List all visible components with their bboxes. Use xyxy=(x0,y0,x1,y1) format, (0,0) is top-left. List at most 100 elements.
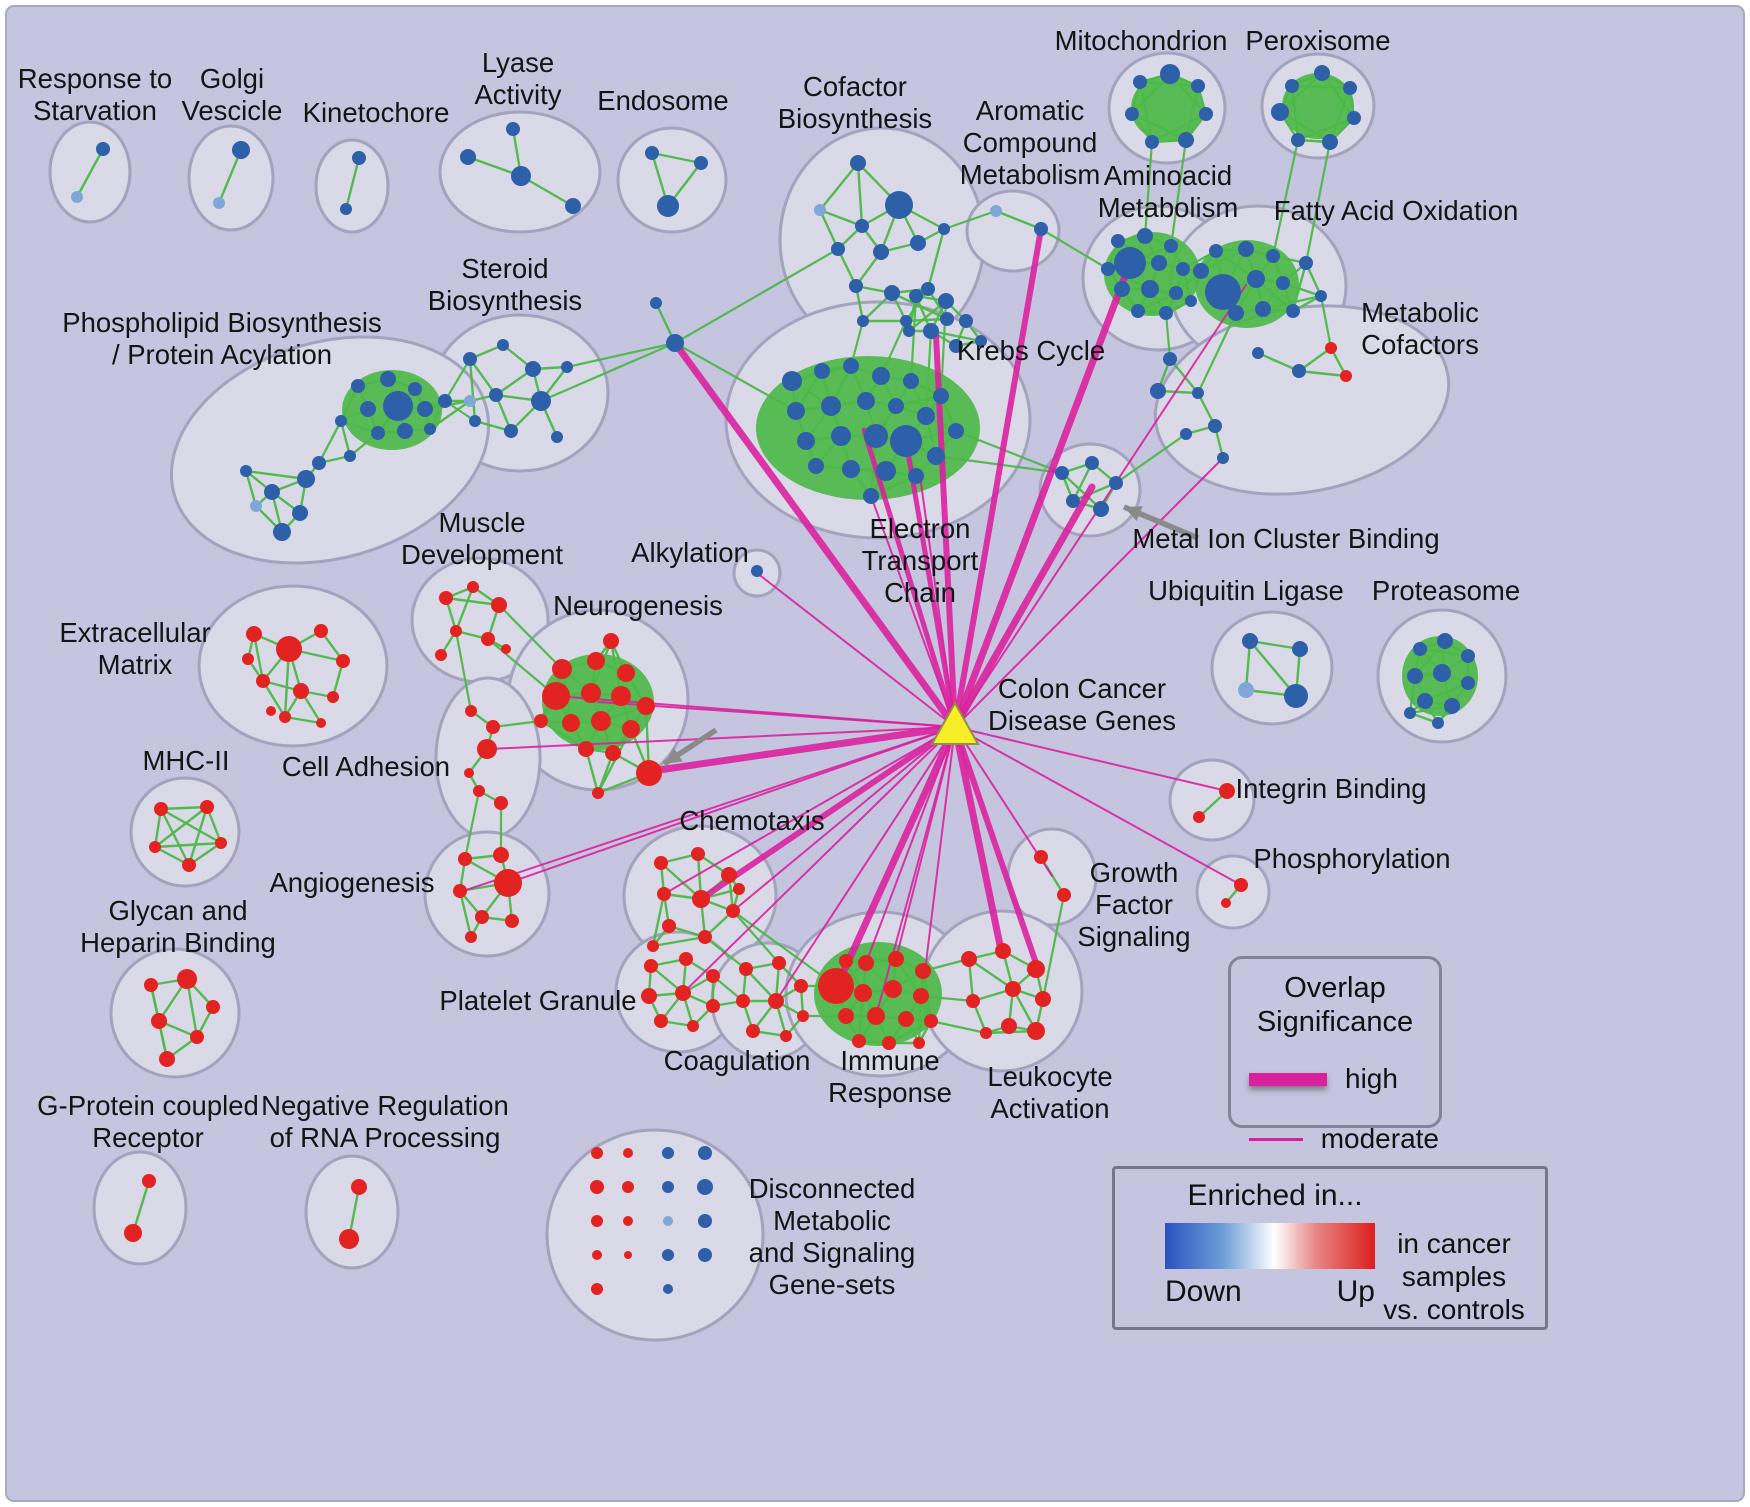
phospholipid-biosynthesis-node[interactable] xyxy=(344,450,356,462)
aminoacid-metabolism-node[interactable] xyxy=(1169,286,1183,300)
extracellular-matrix-node[interactable] xyxy=(266,706,276,716)
fatty-acid-oxidation-node[interactable] xyxy=(1228,305,1244,321)
muscle-development-node[interactable] xyxy=(450,625,462,637)
muscle-development-node[interactable] xyxy=(501,644,511,654)
glycan-heparin-binding-node[interactable] xyxy=(159,1051,175,1067)
steroid-biosynthesis-node[interactable] xyxy=(497,339,509,351)
platelet-granule-node[interactable] xyxy=(679,952,693,966)
chemotaxis-node[interactable] xyxy=(654,856,668,870)
steroid-biosynthesis-node[interactable] xyxy=(561,361,573,373)
golgi-vescicle-node[interactable] xyxy=(213,197,225,209)
glycan-heparin-binding-node[interactable] xyxy=(206,1000,220,1014)
cell-adhesion-node[interactable] xyxy=(473,785,485,797)
cell-adhesion-node[interactable] xyxy=(494,796,508,810)
aromatic-compound-metabolism-node[interactable] xyxy=(990,205,1002,217)
cofactor-biosynthesis-node[interactable] xyxy=(873,244,889,260)
leukocyte-activation-node[interactable] xyxy=(966,994,980,1008)
chemotaxis-node[interactable] xyxy=(657,887,671,901)
immune-response-node[interactable] xyxy=(924,1014,938,1028)
disconnected-gene-sets-node[interactable] xyxy=(662,1249,674,1261)
coagulation-node[interactable] xyxy=(736,994,750,1008)
platelet-granule-node[interactable] xyxy=(706,969,720,983)
electron-transport-chain-node[interactable] xyxy=(863,488,879,504)
golgi-vescicle-node[interactable] xyxy=(232,141,250,159)
proteasome-node[interactable] xyxy=(1437,633,1453,649)
neurogenesis-node[interactable] xyxy=(581,683,601,703)
aminoacid-metabolism-node[interactable] xyxy=(1159,306,1173,320)
steroid-biosynthesis-node[interactable] xyxy=(469,415,481,427)
neurogenesis-node[interactable] xyxy=(605,745,621,761)
disconnected-gene-sets-node[interactable] xyxy=(624,1251,632,1259)
fatty-acid-oxidation-node[interactable] xyxy=(1209,244,1223,258)
aromatic-compound-metabolism-node[interactable] xyxy=(1034,222,1048,236)
cofactor-biosynthesis-node[interactable] xyxy=(884,285,900,301)
steroid-biosynthesis-node[interactable] xyxy=(525,361,541,377)
integrin-binding-node[interactable] xyxy=(1219,783,1235,799)
mhc-ii-node[interactable] xyxy=(154,802,168,816)
kinetochore-node[interactable] xyxy=(340,203,352,215)
fatty-acid-oxidation-node[interactable] xyxy=(1299,256,1313,270)
metal-ion-cluster-binding-node[interactable] xyxy=(1093,501,1109,517)
neurogenesis-node[interactable] xyxy=(611,686,631,706)
neurogenesis-node[interactable] xyxy=(552,659,572,679)
disconnected-gene-sets-node[interactable] xyxy=(592,1250,602,1260)
fatty-acid-oxidation-node[interactable] xyxy=(1193,263,1209,279)
disconnected-gene-sets-node[interactable] xyxy=(662,1147,674,1159)
neurogenesis-node[interactable] xyxy=(637,697,655,715)
mitochondrion-node[interactable] xyxy=(1125,107,1139,121)
angiogenesis-node[interactable] xyxy=(458,852,472,866)
ubiquitin-ligase-node[interactable] xyxy=(1292,641,1308,657)
neurogenesis-node[interactable] xyxy=(622,720,640,738)
phospholipid-biosynthesis-node[interactable] xyxy=(297,470,315,488)
peroxisome-node[interactable] xyxy=(1285,79,1299,93)
kinetochore-node[interactable] xyxy=(352,151,366,165)
krebs-cycle-node[interactable] xyxy=(923,323,939,339)
cell-adhesion-node[interactable] xyxy=(486,720,500,734)
steroid-biosynthesis-node[interactable] xyxy=(504,424,518,438)
cofactor-biosynthesis-node[interactable] xyxy=(850,155,866,171)
disconnected-gene-sets-node[interactable] xyxy=(591,1147,603,1159)
aminoacid-metabolism-node[interactable] xyxy=(1176,262,1190,276)
response-to-starvation-node[interactable] xyxy=(71,191,83,203)
immune-response-node[interactable] xyxy=(852,1034,866,1048)
proteasome-node[interactable] xyxy=(1417,693,1433,709)
disconnected-gene-sets-node[interactable] xyxy=(697,1179,713,1195)
peroxisome-node[interactable] xyxy=(1322,134,1338,150)
phospholipid-biosynthesis-node[interactable] xyxy=(380,371,396,387)
platelet-granule-node[interactable] xyxy=(644,959,658,973)
cell-adhesion-node[interactable] xyxy=(464,768,474,778)
immune-response-node[interactable] xyxy=(867,1007,885,1025)
peroxisome-node[interactable] xyxy=(1343,81,1357,95)
growth-factor-signaling-node[interactable] xyxy=(1057,888,1071,902)
angiogenesis-node[interactable] xyxy=(494,869,522,897)
ubiquitin-ligase-node[interactable] xyxy=(1284,684,1308,708)
lyase-activity-node[interactable] xyxy=(511,166,531,186)
phospholipid-biosynthesis-node[interactable] xyxy=(264,484,280,500)
electron-transport-chain-node[interactable] xyxy=(782,371,802,391)
leukocyte-activation-node[interactable] xyxy=(1035,991,1051,1007)
cofactor-biosynthesis-node[interactable] xyxy=(910,235,926,251)
cofactor-biosynthesis-node[interactable] xyxy=(940,312,954,326)
proteasome-node[interactable] xyxy=(1461,649,1475,663)
metabolic-cofactors-node[interactable] xyxy=(1340,370,1352,382)
aminoacid-metabolism-node[interactable] xyxy=(1101,262,1115,276)
neurogenesis-node[interactable] xyxy=(534,714,548,728)
immune-response-node[interactable] xyxy=(838,1008,854,1024)
neurogenesis-node[interactable] xyxy=(617,664,635,682)
aminoacid-metabolism-node[interactable] xyxy=(1151,255,1167,271)
neurogenesis-node[interactable] xyxy=(587,652,605,670)
extracellular-matrix-node[interactable] xyxy=(336,654,350,668)
neurogenesis-node[interactable] xyxy=(603,633,619,649)
extracellular-matrix-node[interactable] xyxy=(316,718,326,728)
neurogenesis-node[interactable] xyxy=(591,711,611,731)
angiogenesis-node[interactable] xyxy=(505,914,519,928)
steroid-biosynthesis-node[interactable] xyxy=(531,391,551,411)
disconnected-gene-sets-node[interactable] xyxy=(663,1284,673,1294)
electron-transport-chain-node[interactable] xyxy=(872,367,890,385)
immune-response-node[interactable] xyxy=(854,984,872,1002)
disconnected-gene-sets-node[interactable] xyxy=(591,1283,603,1295)
phospholipid-biosynthesis-node[interactable] xyxy=(250,500,262,512)
metabolic-cofactors-node[interactable] xyxy=(1150,383,1166,399)
extracellular-matrix-node[interactable] xyxy=(276,636,302,662)
leukocyte-activation-node[interactable] xyxy=(1005,981,1021,997)
